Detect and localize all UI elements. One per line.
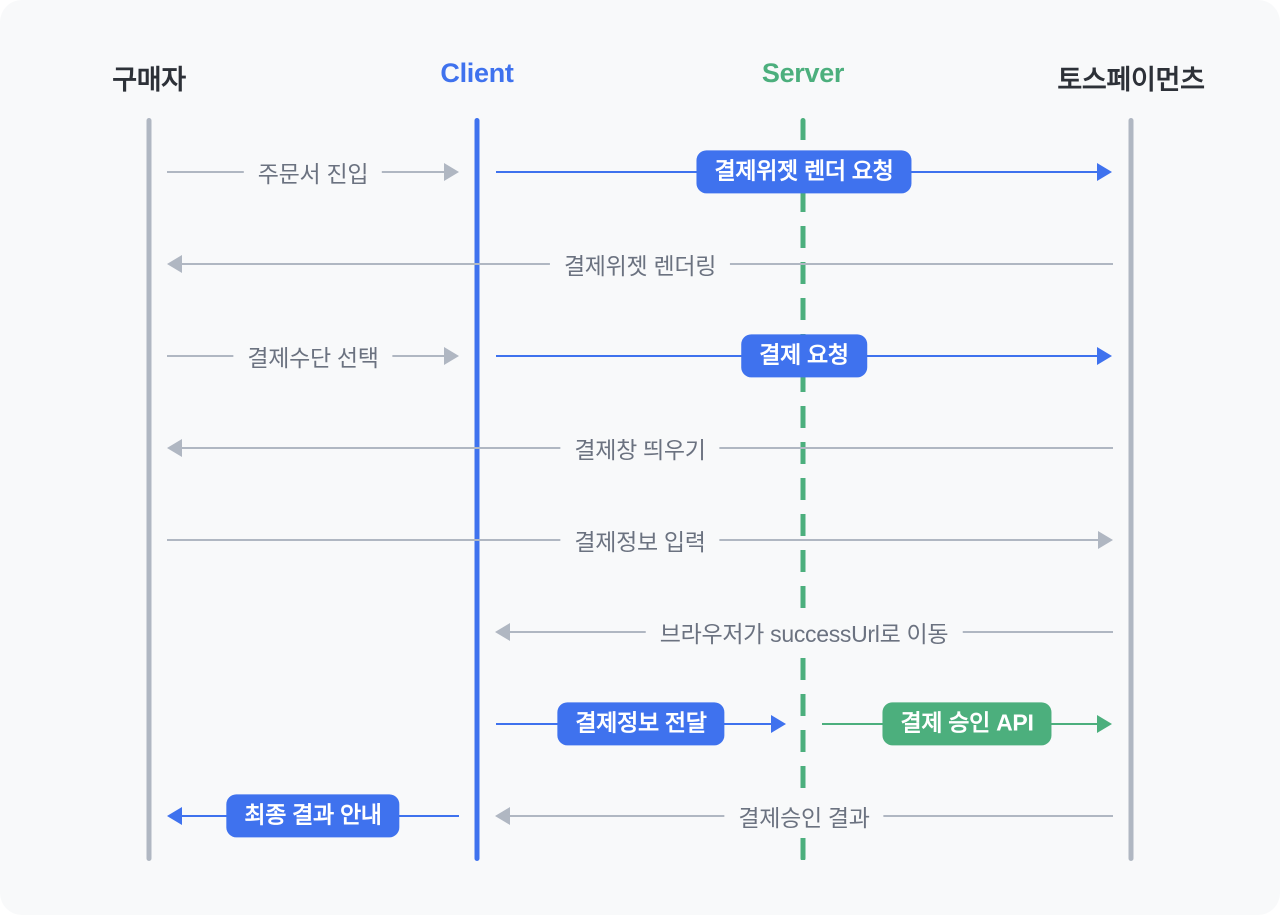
lifeline-buyer <box>146 118 152 861</box>
message-row: 최종 결과 안내 <box>167 793 459 839</box>
arrowhead-left-icon <box>167 255 182 273</box>
arrowhead-left-icon <box>495 623 510 641</box>
message-row: 결제위젯 렌더 요청 <box>496 149 1112 195</box>
message-row: 브라우저가 successUrl로 이동 <box>495 609 1113 655</box>
message-row: 결제 요청 <box>496 333 1112 379</box>
message-label: 결제수단 선택 <box>233 337 393 375</box>
lifeline-server <box>800 118 806 861</box>
arrowhead-right-icon <box>444 163 459 181</box>
message-label: 결제승인 결과 <box>724 797 884 835</box>
message-badge: 최종 결과 안내 <box>226 794 400 838</box>
message-label: 브라우저가 successUrl로 이동 <box>645 613 963 651</box>
message-badge: 결제정보 전달 <box>557 702 725 746</box>
arrowhead-right-icon <box>444 347 459 365</box>
lifeline-client <box>474 118 480 861</box>
message-row: 결제정보 입력 <box>167 517 1113 563</box>
lifeline-toss <box>1128 118 1134 861</box>
participant-header-client: Client <box>440 58 514 88</box>
arrowhead-right-icon <box>1097 163 1112 181</box>
arrowhead-left-icon <box>495 807 510 825</box>
message-row: 결제위젯 렌더링 <box>167 241 1113 287</box>
participant-header-server: Server <box>761 58 845 88</box>
arrowhead-right-icon <box>1098 531 1113 549</box>
message-badge: 결제 요청 <box>741 334 867 378</box>
participant-header-toss: 토스페이먼츠 <box>1057 65 1205 95</box>
message-label: 결제위젯 렌더링 <box>549 245 731 283</box>
arrowhead-right-icon <box>771 715 786 733</box>
message-label: 결제정보 입력 <box>560 521 720 559</box>
message-row: 결제 승인 API <box>822 701 1112 747</box>
arrowhead-left-icon <box>167 439 182 457</box>
message-label: 주문서 진입 <box>243 153 383 191</box>
message-badge: 결제 승인 API <box>882 702 1052 746</box>
message-row: 주문서 진입 <box>167 149 459 195</box>
message-label: 결제창 띄우기 <box>560 429 720 467</box>
message-row: 결제수단 선택 <box>167 333 459 379</box>
participant-header-buyer: 구매자 <box>112 65 186 95</box>
message-badge: 결제위젯 렌더 요청 <box>696 150 912 194</box>
message-row: 결제창 띄우기 <box>167 425 1113 471</box>
arrowhead-right-icon <box>1097 715 1112 733</box>
arrowhead-right-icon <box>1097 347 1112 365</box>
message-row: 결제정보 전달 <box>496 701 786 747</box>
arrowhead-left-icon <box>167 807 182 825</box>
message-row: 결제승인 결과 <box>495 793 1113 839</box>
